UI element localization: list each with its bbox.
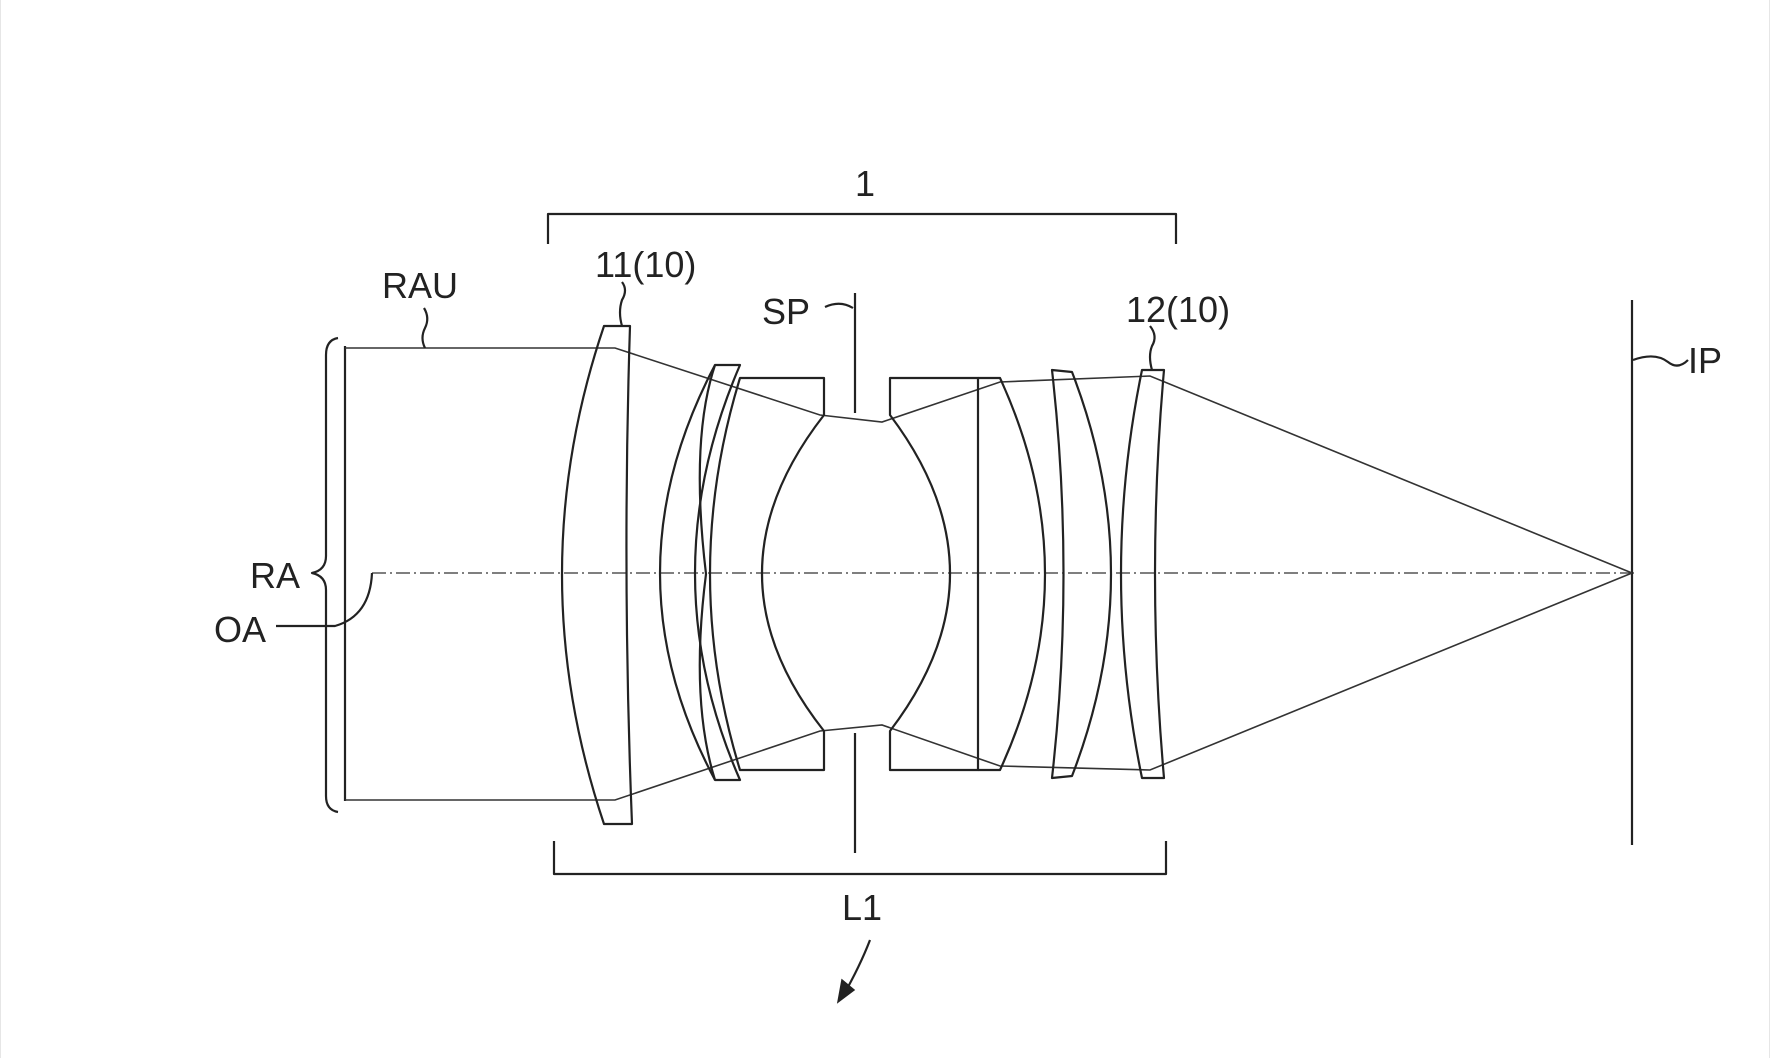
- lens-element-11: [560, 324, 634, 826]
- optical-axis-leader: [276, 572, 374, 628]
- label-lens-group: L1: [842, 887, 882, 928]
- stop-leader: [824, 302, 854, 309]
- label-stop: SP: [762, 291, 810, 332]
- lens-element-4: [888, 376, 980, 772]
- upper-marginal-ray: [345, 347, 1633, 574]
- label-lens-12: 12(10): [1126, 289, 1230, 330]
- lens-element-5: [978, 376, 1046, 772]
- ray-upper-leader: [421, 307, 429, 349]
- lens-group-bracket: [552, 841, 1168, 876]
- lens-element-2: [658, 363, 742, 782]
- label-system: 1: [855, 163, 875, 204]
- label-ray-bundle: RA: [250, 555, 300, 596]
- lens-11-leader: [618, 281, 627, 327]
- lens-element-3: [708, 376, 826, 772]
- label-lens-11: 11(10): [595, 244, 696, 285]
- lower-marginal-ray: [345, 572, 1633, 801]
- label-image-plane: IP: [1688, 340, 1722, 381]
- arrow-head-icon: [836, 978, 856, 1004]
- system-bracket: [546, 212, 1178, 244]
- ray-bundle-brace: [310, 336, 339, 814]
- label-optical-axis: OA: [214, 609, 266, 650]
- image-plane-leader: [1632, 355, 1689, 367]
- lens-element-6: [1050, 368, 1113, 780]
- lens-element-2-inner: [698, 364, 717, 781]
- lens-12-leader: [1148, 325, 1156, 371]
- lens-element-12: [1119, 368, 1166, 780]
- label-ray-upper: RAU: [382, 265, 458, 306]
